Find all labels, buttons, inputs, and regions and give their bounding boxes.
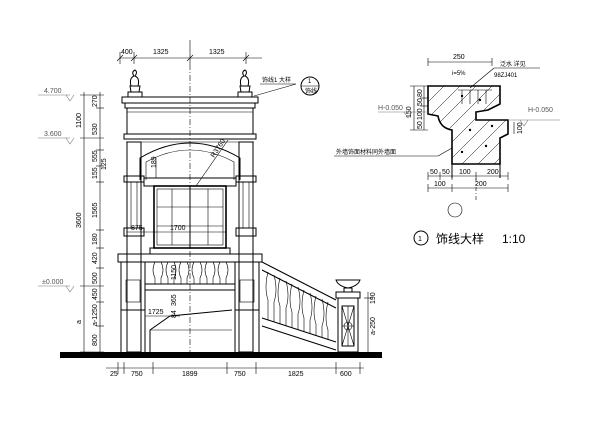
left-levels: 4.700 3.600 ±0.000 bbox=[38, 88, 75, 293]
dim-3600: 3600 bbox=[76, 212, 83, 228]
dim-365: 365 bbox=[171, 294, 178, 306]
section-detail: 250 i=5% 泛水 详见 98ZJ401 bbox=[334, 54, 560, 218]
stair-railing bbox=[261, 261, 337, 351]
detail-title: 1 饰线大样 1:10 bbox=[413, 230, 526, 246]
detail-level-left: H-0.050 bbox=[378, 105, 403, 112]
title-number: 1 bbox=[418, 236, 422, 243]
callout-number: 1 bbox=[308, 79, 312, 85]
top-dim-1325-right: 1325 bbox=[209, 49, 225, 56]
dim-84: 84 bbox=[171, 310, 178, 318]
detail-bottom-200: 200 bbox=[487, 169, 499, 176]
title-text: 饰线大样 bbox=[436, 231, 484, 246]
level-0000: ±0.000 bbox=[42, 279, 63, 286]
dim-875: 875 bbox=[131, 225, 143, 232]
title-scale: 1:10 bbox=[502, 232, 526, 246]
dim-a-1250: a-1250 bbox=[92, 304, 99, 326]
top-dim-400: 400 bbox=[121, 49, 133, 56]
dim-1725: 1725 bbox=[148, 309, 164, 316]
gate-elevation: 189 R3760 875 1700 1150 365 84 1725 bbox=[117, 64, 263, 353]
detail-bottom-50b: 50 bbox=[442, 169, 450, 176]
dim-1700: 1700 bbox=[170, 225, 186, 232]
detail-dim-80: 80 bbox=[417, 89, 424, 97]
ground-line bbox=[60, 352, 382, 358]
callout-sheet: 饰线 bbox=[305, 87, 317, 95]
bottom-dimension-line: 25 750 1899 750 1825 600 bbox=[106, 362, 364, 378]
dim-125: 125 bbox=[101, 158, 108, 170]
callout-label: 饰线1 大样 bbox=[262, 76, 291, 84]
dim-190: 190 bbox=[370, 292, 377, 304]
dim-155: 155 bbox=[92, 167, 99, 179]
detail-callout: 饰线1 大样 1 饰线 bbox=[253, 76, 320, 97]
bottom-dim-750-left: 750 bbox=[131, 371, 143, 378]
detail-ref-a: 泛水 详见 bbox=[500, 60, 526, 68]
detail-note: 外墙饰面材料同外墙面 bbox=[336, 148, 396, 156]
detail-slope: i=5% bbox=[452, 71, 466, 77]
bottom-dim-25: 25 bbox=[110, 371, 118, 378]
detail-bottom-50a: 50 bbox=[430, 169, 438, 176]
level-3600: 3.600 bbox=[44, 131, 62, 138]
dim-a-250: a-250 bbox=[370, 317, 377, 335]
dim-420: 420 bbox=[92, 252, 99, 264]
dim-r3760: R3760 bbox=[210, 138, 227, 159]
left-finial bbox=[127, 69, 143, 98]
top-dim-1325-left: 1325 bbox=[153, 49, 169, 56]
dim-1150: 1150 bbox=[171, 265, 178, 280]
detail-dim-100-left: 100 bbox=[417, 108, 424, 120]
level-4700: 4.700 bbox=[44, 88, 62, 95]
detail-bottom-100: 100 bbox=[459, 169, 471, 176]
end-pier: 190 a-250 bbox=[335, 279, 377, 353]
dim-270: 270 bbox=[92, 95, 99, 107]
detail-dim-50-low: 50 bbox=[417, 121, 424, 129]
detail-dim-100-right: 100 bbox=[517, 122, 524, 134]
dim-a: a bbox=[76, 320, 83, 324]
bottom-dim-600: 600 bbox=[340, 371, 352, 378]
left-dimension-chain: 270 1100 530 555 155 125 3600 1565 180 4… bbox=[76, 92, 108, 353]
top-dimension-line: 400 1325 1325 bbox=[116, 40, 262, 64]
balusters bbox=[152, 261, 229, 284]
bottom-dim-1825: 1825 bbox=[288, 371, 304, 378]
dim-450: 450 bbox=[92, 288, 99, 300]
bottom-dim-1899: 1899 bbox=[182, 371, 198, 378]
dim-500: 500 bbox=[92, 272, 99, 284]
detail-dim-50-top: 50 bbox=[417, 98, 424, 106]
detail-level-right: H-0.050 bbox=[528, 107, 553, 114]
detail-dim-250: 250 bbox=[453, 54, 465, 61]
dim-800: 800 bbox=[92, 334, 99, 346]
detail-ref-b: 98ZJ401 bbox=[494, 73, 518, 79]
dim-1565: 1565 bbox=[92, 202, 99, 218]
bottom-dim-750-right: 750 bbox=[234, 371, 246, 378]
dim-1100: 1100 bbox=[76, 113, 83, 128]
dim-530: 530 bbox=[92, 123, 99, 135]
right-finial bbox=[237, 69, 253, 98]
dim-555: 555 bbox=[92, 150, 99, 162]
dim-189: 189 bbox=[151, 156, 158, 168]
detail-bottom2-100: 100 bbox=[434, 181, 446, 188]
detail-bottom2-200: 200 bbox=[475, 181, 487, 188]
dim-180: 180 bbox=[92, 233, 99, 245]
